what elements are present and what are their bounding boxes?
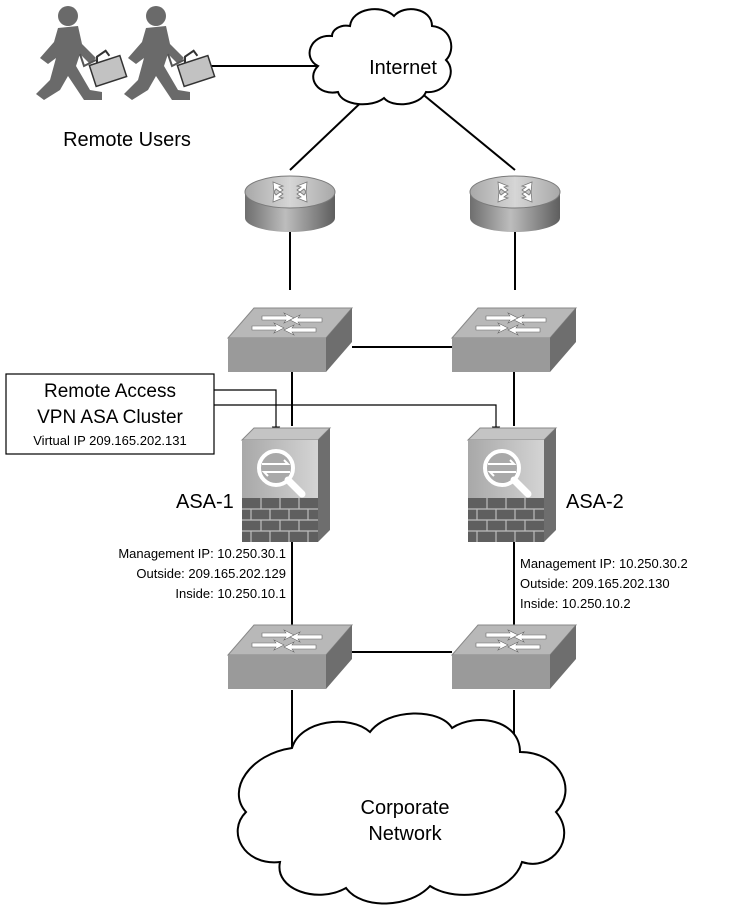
remote-users-label: Remote Users xyxy=(63,129,191,151)
cluster-box-line1: Remote Access xyxy=(44,381,176,402)
asa1-name: ASA-1 xyxy=(176,491,234,513)
remote-users: Remote Users xyxy=(35,5,216,151)
person-with-briefcase-icon xyxy=(123,5,216,101)
asa2-outside: Outside: 209.165.202.130 xyxy=(520,576,670,591)
asa2: ASA-2 Management IP: 10.250.30.2 Outside… xyxy=(468,428,688,611)
cloud-icon xyxy=(308,8,453,106)
internet-cloud: Internet xyxy=(308,8,453,106)
asa2-name: ASA-2 xyxy=(566,491,624,513)
asa2-inside: Inside: 10.250.10.2 xyxy=(520,596,631,611)
asa1: ASA-1 Management IP: 10.250.30.1 Outside… xyxy=(118,428,330,601)
asa1-inside: Inside: 10.250.10.1 xyxy=(175,586,286,601)
router-icon xyxy=(469,175,561,233)
cluster-box: Remote Access VPN ASA Cluster Virtual IP… xyxy=(5,373,215,455)
arrow-to-asa1 xyxy=(214,389,281,435)
switch-icon xyxy=(227,624,353,690)
corporate-cloud: Corporate Network xyxy=(236,712,567,905)
asa1-mgmt: Management IP: 10.250.30.1 xyxy=(118,546,286,561)
link-internet-router2 xyxy=(419,91,516,171)
cloud-icon xyxy=(236,712,567,905)
corporate-label-line2: Network xyxy=(368,823,442,845)
cluster-box-line2: VPN ASA Cluster xyxy=(37,407,183,428)
cluster-box-line3: Virtual IP 209.165.202.131 xyxy=(33,433,186,448)
person-with-briefcase-icon xyxy=(35,5,128,101)
switch-icon xyxy=(451,307,577,373)
asa-firewall-icon xyxy=(242,428,330,542)
switch-icon xyxy=(227,307,353,373)
arrow-to-asa2 xyxy=(214,404,501,435)
corporate-label-line1: Corporate xyxy=(361,797,450,819)
asa2-mgmt: Management IP: 10.250.30.2 xyxy=(520,556,688,571)
router-icon xyxy=(244,175,336,233)
switch-icon xyxy=(451,624,577,690)
asa-firewall-icon xyxy=(468,428,556,542)
asa1-outside: Outside: 209.165.202.129 xyxy=(136,566,286,581)
internet-label: Internet xyxy=(369,57,437,79)
cluster-arrows xyxy=(214,389,501,435)
